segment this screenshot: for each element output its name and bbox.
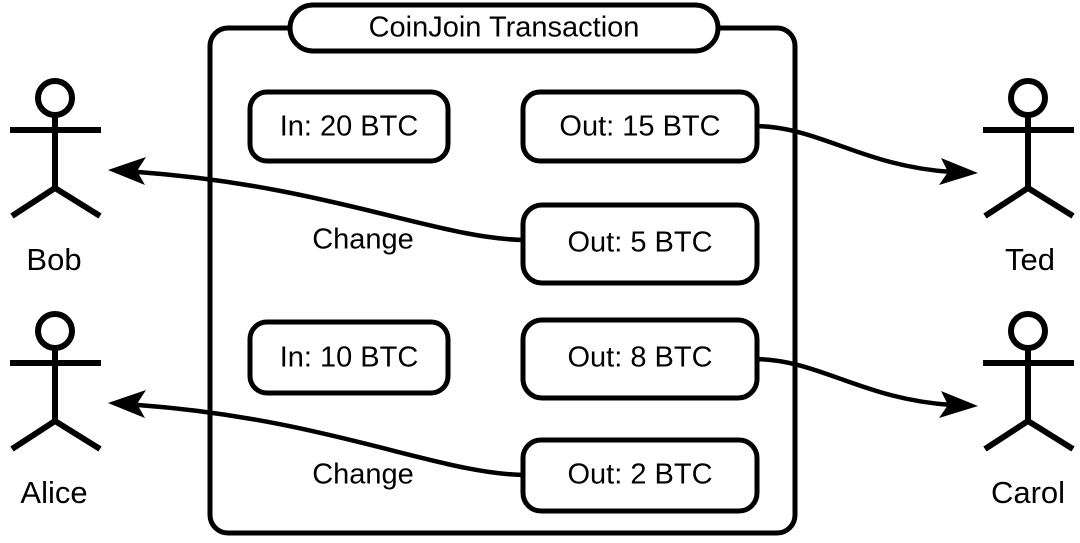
person-label-ted: Ted [1005,242,1055,277]
person-ted: Ted [983,78,1075,277]
output-box-2-shape [520,437,760,514]
ted-head-icon [1008,78,1048,118]
ted-leg-right [1026,185,1075,219]
edge-out5-to-bob: Change [108,157,530,256]
arrow-head-alice [108,390,146,418]
input-box-10-shape [247,319,451,396]
output-box-8: Out: 8 BTC [520,317,760,401]
carol-head-icon [1008,311,1048,351]
person-bob: Bob [10,78,102,277]
arrow-head-carol [939,391,978,418]
output-box-8-shape [520,317,760,401]
alice-head-icon [35,311,75,351]
input-box-20: In: 20 BTC [247,89,451,164]
transaction-title: CoinJoin Transaction [369,12,640,44]
input-box-10: In: 10 BTC [247,319,451,396]
output-box-5-label: Out: 5 BTC [567,227,712,259]
person-carol: Carol [983,311,1075,510]
arrow-head-bob [108,157,146,185]
edge-label-change-lower: Change [312,459,414,491]
edge-out8-to-carol [750,356,978,418]
input-box-20-shape [247,89,451,164]
output-box-15-label: Out: 15 BTC [559,111,720,143]
edge-label-change-upper: Change [312,224,414,256]
edge-out15-to-ted [750,123,978,185]
input-box-20-label: In: 20 BTC [280,111,419,143]
bob-head-icon [35,78,75,118]
person-alice: Alice [10,311,102,510]
alice-leg-left [10,418,57,452]
output-box-8-label: Out: 8 BTC [567,342,712,374]
bob-leg-right [53,185,102,219]
output-box-5-shape [520,202,760,286]
transaction-title-pill: CoinJoin Transaction [287,2,721,54]
carol-leg-left [983,418,1030,452]
ted-leg-left [983,185,1030,219]
output-box-15-shape [520,89,760,164]
edge-out2-to-alice: Change [108,390,530,491]
person-label-bob: Bob [26,242,81,277]
output-box-5: Out: 5 BTC [520,202,760,286]
alice-leg-right [53,418,102,452]
person-label-alice: Alice [20,475,87,510]
arrow-head-ted [939,158,978,185]
bob-leg-left [10,185,57,219]
carol-leg-right [1026,418,1075,452]
output-box-15: Out: 15 BTC [520,89,760,164]
input-box-10-label: In: 10 BTC [280,342,419,374]
output-box-2: Out: 2 BTC [520,437,760,514]
person-label-carol: Carol [991,475,1065,510]
output-box-2-label: Out: 2 BTC [567,459,712,491]
